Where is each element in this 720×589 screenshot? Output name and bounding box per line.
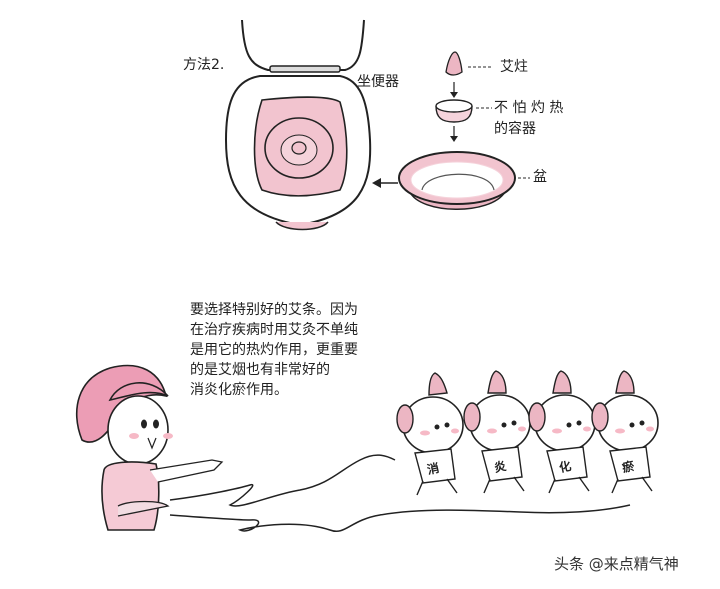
paragraph-line: 是用它的热灼作用，更重要 xyxy=(190,342,358,358)
runner-2 xyxy=(463,370,531,494)
paragraph-line: 消炎化瘀作用。 xyxy=(190,382,288,398)
watermark: 头条 @来点精气神 xyxy=(554,555,679,573)
runner-1 xyxy=(396,372,464,496)
heat-container-label-line2: 的容器 xyxy=(494,121,536,137)
explanation-paragraph: 要选择特别好的艾条。因为 在治疗疾病时用艾灸不单纯 是用它的热灼作用，更重要 的… xyxy=(190,300,358,400)
woman-character xyxy=(75,364,224,531)
toilet-illustration xyxy=(224,19,372,231)
basin-label: 盆 xyxy=(533,169,547,185)
basin-illustration xyxy=(398,151,530,210)
moxa-cone-label: 艾炷 xyxy=(500,59,528,75)
heat-container-label-line1: 不 怕 灼 热 xyxy=(494,100,564,116)
moxa-cone-illustration xyxy=(445,51,492,98)
method-title: 方法2. xyxy=(183,57,225,73)
runner-3 xyxy=(528,370,596,494)
runner-4 xyxy=(591,370,659,494)
paragraph-line: 的是艾烟也有非常好的 xyxy=(190,362,330,378)
runner-characters xyxy=(396,370,659,496)
smoke-trail xyxy=(169,454,631,533)
toilet-label: 坐便器 xyxy=(357,74,399,90)
container-illustration xyxy=(435,99,492,142)
paragraph-line: 在治疗疾病时用艾灸不单纯 xyxy=(190,322,358,338)
paragraph-line: 要选择特别好的艾条。因为 xyxy=(190,302,358,318)
arrow-left-icon xyxy=(372,178,398,188)
